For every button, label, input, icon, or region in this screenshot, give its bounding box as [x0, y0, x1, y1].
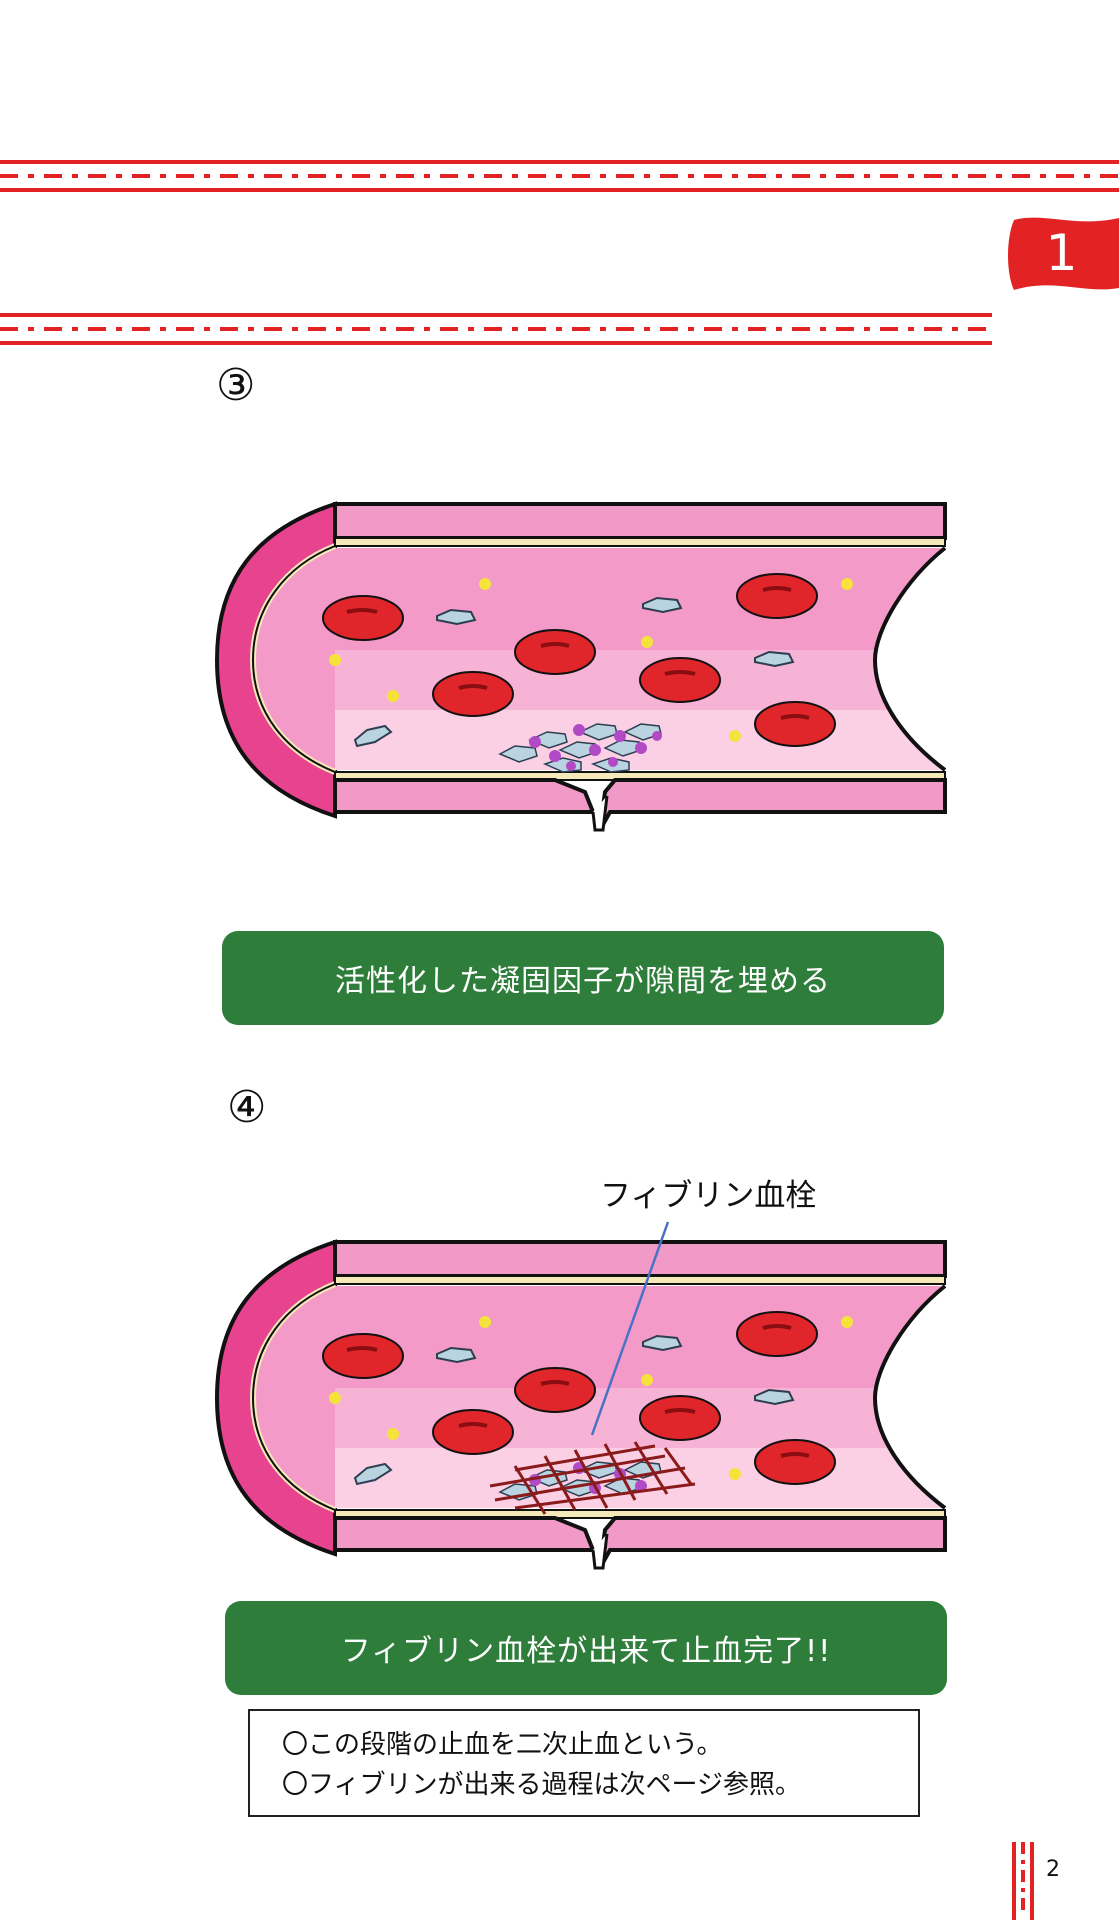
fibrin-leader-line	[590, 1221, 670, 1436]
vessel-illustration-step-4	[215, 1239, 947, 1570]
chapter-flag-icon	[1008, 217, 1119, 290]
fibrin-clot-label: フィブリン血栓	[600, 1178, 817, 1214]
step-3-number: ③	[216, 360, 256, 411]
note-line-1: 〇この段階の止血を二次止血という。	[282, 1730, 723, 1760]
vessel-illustration-step-3	[215, 501, 947, 832]
page-marker-icon	[1012, 1842, 1034, 1920]
notes-box: 〇この段階の止血を二次止血という。 〇フィブリンが出来る過程は次ページ参照。	[248, 1709, 920, 1817]
note-line-2: 〇フィブリンが出来る過程は次ページ参照。	[282, 1770, 801, 1800]
step-4-caption: フィブリン血栓が出来て止血完了!!	[225, 1601, 947, 1695]
page-number: 2	[1046, 1857, 1060, 1882]
chapter-number: 1	[1045, 224, 1078, 282]
step-4-number: ④	[227, 1082, 267, 1133]
header-top-rule	[0, 160, 1119, 192]
step-3-caption: 活性化した凝固因子が隙間を埋める	[222, 931, 944, 1025]
header-bottom-rule	[0, 313, 992, 345]
